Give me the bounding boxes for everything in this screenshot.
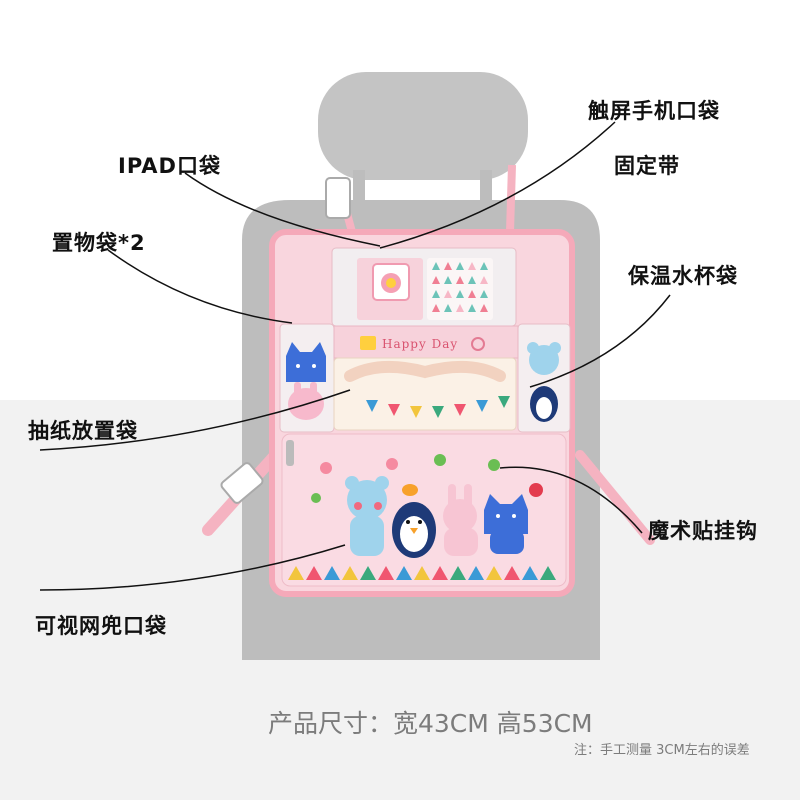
- headrest: [318, 72, 528, 180]
- label-touch-phone-pocket: 触屏手机口袋: [588, 99, 720, 123]
- label-tissue-pocket: 抽纸放置袋: [28, 419, 138, 443]
- product-size: 产品尺寸：宽43CM 高53CM: [268, 709, 593, 738]
- label-mesh-pocket: 可视网兜口袋: [35, 614, 167, 638]
- label-velcro-hook: 魔术贴挂钩: [648, 519, 758, 543]
- buckle-side: [220, 462, 264, 504]
- mesh-characters: [345, 476, 528, 558]
- label-strap: 固定带: [614, 154, 680, 178]
- label-storage-pockets: 置物袋*2: [52, 231, 146, 255]
- label-insulated-cup-pocket: 保温水杯袋: [628, 264, 738, 288]
- label-ipad-pocket: IPAD口袋: [118, 154, 221, 178]
- phone-pocket: [427, 258, 493, 320]
- happy-day-banner-text: Happy Day: [382, 337, 459, 351]
- measurement-note: 注：手工测量 3CM左右的误差: [574, 743, 750, 758]
- tissue-pocket: [333, 357, 517, 431]
- buckle-top: [325, 177, 351, 219]
